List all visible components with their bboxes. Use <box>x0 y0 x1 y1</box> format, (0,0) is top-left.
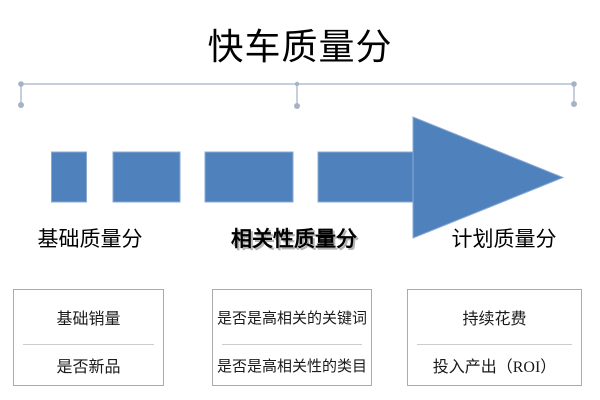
divider <box>23 344 154 345</box>
stage-box-plan: 持续花费 投入产出（ROI） <box>407 289 582 386</box>
divider <box>222 344 362 345</box>
box-item: 持续花费 <box>462 311 527 328</box>
arrow-body <box>317 151 415 203</box>
box-item: 是否是高相关性的类目 <box>216 358 367 375</box>
stage-box-relevance: 是否是高相关的关键词 是否是高相关性的类目 <box>212 289 372 386</box>
bracket-dot <box>294 81 300 87</box>
box-item: 投入产出（ROI） <box>432 359 557 376</box>
stage-label-basic: 基础质量分 <box>37 227 143 251</box>
divider <box>417 344 572 345</box>
stage-box-basic: 基础销量 是否新品 <box>13 289 164 386</box>
progress-arrow <box>51 116 565 239</box>
bracket-dot <box>18 81 24 87</box>
bracket-dot <box>571 81 577 87</box>
stage-label-relevance: 相关性质量分 <box>231 227 357 251</box>
box-item: 基础销量 <box>56 311 121 328</box>
arrow-dash-2 <box>112 151 181 203</box>
bracket-dot <box>294 103 300 109</box>
bracket-dot <box>18 102 24 108</box>
stage-label-plan: 计划质量分 <box>451 227 557 251</box>
box-item: 是否是高相关的关键词 <box>216 310 367 327</box>
span-bracket <box>18 81 577 109</box>
diagram-title: 快车质量分 <box>207 27 393 67</box>
arrow-head <box>412 116 565 239</box>
arrow-dash-3 <box>204 151 294 203</box>
bracket-dot <box>571 101 577 107</box>
box-item: 是否新品 <box>56 359 121 376</box>
arrow-dash-1 <box>51 151 87 203</box>
